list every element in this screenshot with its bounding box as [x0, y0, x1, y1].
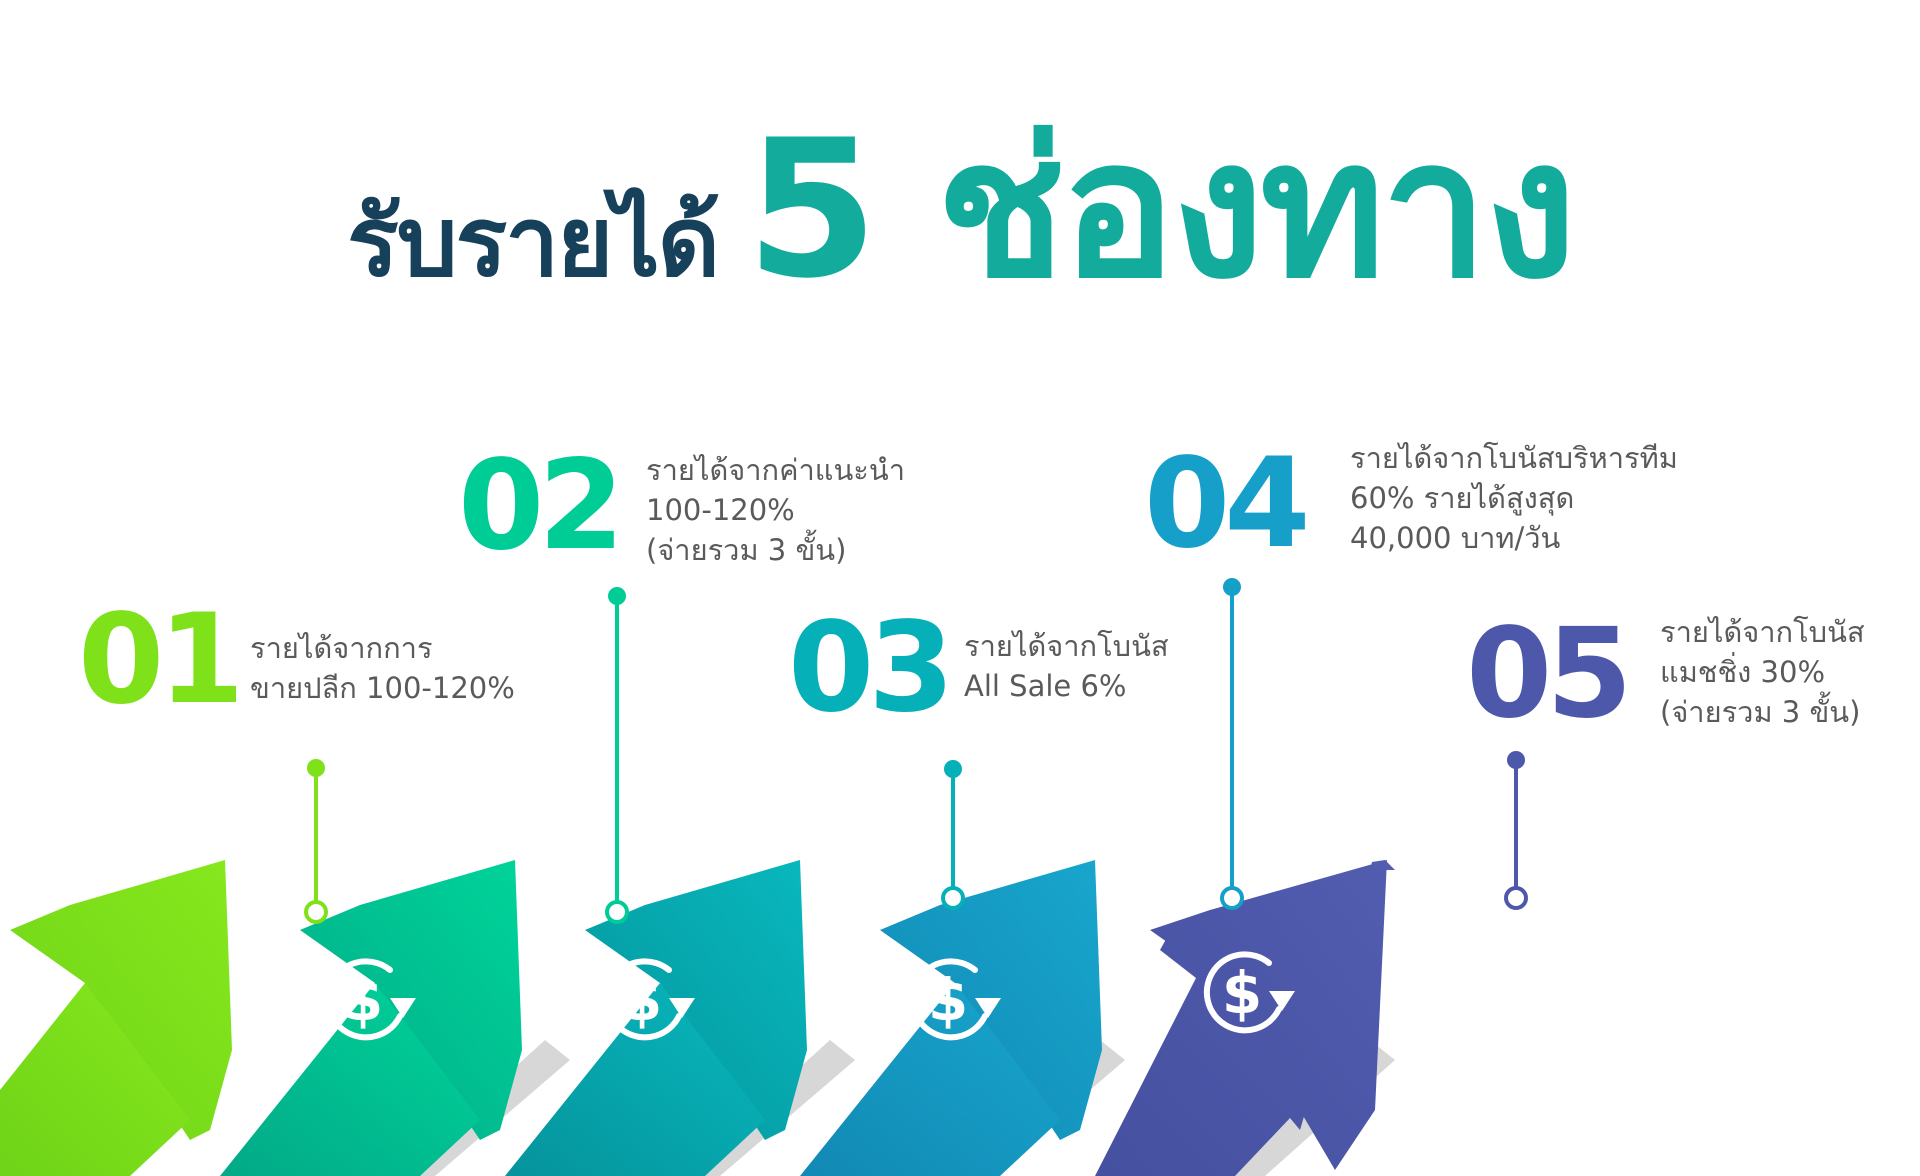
- dollar-refresh-icon: $: [1484, 951, 1576, 1034]
- svg-text:$: $: [622, 966, 662, 1034]
- infographic-title: รับรายได้5 ช่องทาง: [0, 95, 1920, 325]
- connector-4: [1220, 578, 1244, 910]
- dollar-refresh-icon: $: [1203, 951, 1295, 1034]
- step-desc-line: แมชชิ่ง 30%: [1660, 655, 1826, 689]
- svg-text:$: $: [1222, 959, 1262, 1027]
- svg-text:$: $: [1503, 959, 1543, 1027]
- step-number-01: 01: [78, 588, 245, 732]
- connector-3: [941, 760, 965, 910]
- step-desc-line: (จ่ายรวม 3 ขั้น): [1660, 695, 1861, 729]
- icons: $ $ $ $ $: [324, 951, 1576, 1041]
- connectors: [304, 578, 1528, 924]
- step-number-05: 05: [1466, 602, 1633, 746]
- svg-text:$: $: [928, 966, 968, 1034]
- step-desc-01: รายได้จากการ ขายปลีก 100-120%: [250, 628, 515, 708]
- step-desc-line: รายได้จากโบนัส: [964, 629, 1169, 663]
- step-number-03: 03: [788, 596, 955, 740]
- step-desc-line: รายได้จากค่าแนะนำ: [646, 453, 905, 487]
- step-desc-line: รายได้จากโบนัสบริหารทีม: [1350, 441, 1678, 475]
- arrow-2: [220, 860, 570, 1176]
- dollar-refresh-icon: $: [324, 958, 416, 1041]
- step-desc-line: รายได้จากโบนัส: [1660, 615, 1865, 649]
- step-number-04: 04: [1144, 432, 1311, 576]
- arrow-1: [0, 860, 232, 1176]
- step-desc-line: (จ่ายรวม 3 ขั้น): [646, 533, 847, 567]
- step-desc-line: All Sale 6%: [964, 669, 1127, 703]
- step-desc-05: รายได้จากโบนัส แมชชิ่ง 30% (จ่ายรวม 3 ขั…: [1660, 612, 1865, 732]
- step-desc-02: รายได้จากค่าแนะนำ 100-120% (จ่ายรวม 3 ขั…: [646, 450, 905, 570]
- connector-2: [605, 587, 629, 924]
- title-accent: 5 ช่องทาง: [745, 99, 1577, 320]
- step-desc-03: รายได้จากโบนัส All Sale 6%: [964, 626, 1169, 706]
- step-desc-04: รายได้จากโบนัสบริหารทีม 60% รายได้สูงสุด…: [1350, 438, 1678, 558]
- arrow-3: [505, 860, 855, 1176]
- step-desc-line: รายได้จากการ: [250, 631, 433, 665]
- step-desc-line: 100-120%: [646, 493, 795, 527]
- step-number-02: 02: [458, 434, 625, 578]
- step-desc-line: ขายปลีก 100-120%: [250, 671, 515, 705]
- title-main: รับรายได้: [347, 186, 720, 298]
- step-desc-line: 40,000 บาท/วัน: [1350, 521, 1561, 555]
- connector-1: [304, 759, 328, 924]
- dollar-refresh-icon: $: [909, 958, 1001, 1041]
- dollar-refresh-icon: $: [603, 958, 695, 1041]
- step-desc-line: 60% รายได้สูงสุด: [1350, 481, 1575, 515]
- connector-5: [1504, 751, 1528, 910]
- svg-text:$: $: [343, 966, 383, 1034]
- arrow-5: [1095, 860, 1395, 1176]
